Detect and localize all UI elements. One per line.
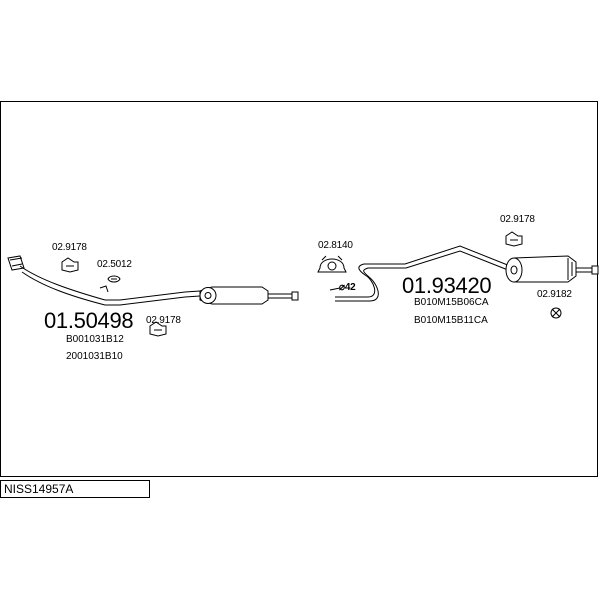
rear-box-oe-number-2: B010M15B11CA bbox=[414, 315, 488, 326]
rear-clamp[interactable] bbox=[505, 231, 523, 247]
rear-silencer[interactable] bbox=[505, 255, 599, 283]
mid-clamp[interactable] bbox=[149, 321, 167, 337]
rear-pipe[interactable] bbox=[329, 245, 511, 302]
front-pipe-number: 01.50498 bbox=[44, 308, 134, 333]
centre-silencer[interactable] bbox=[199, 286, 299, 305]
system-code: NISS14957A bbox=[4, 482, 74, 496]
gasket[interactable] bbox=[107, 275, 121, 283]
system-code-box bbox=[0, 480, 150, 498]
rear-box-number: 01.93420 bbox=[402, 273, 492, 298]
rear-bracket-label: 02.8140 bbox=[318, 240, 353, 251]
front-pipe-oe-number-2: 2001031B10 bbox=[66, 351, 123, 362]
front-pipe-oe-number-1: B001031B12 bbox=[66, 334, 124, 345]
rubber-mount-label: 02.9182 bbox=[537, 289, 572, 300]
mid-clamp-label: 02.9178 bbox=[146, 315, 181, 326]
front-clamp[interactable] bbox=[61, 257, 79, 273]
rubber-mount[interactable] bbox=[550, 307, 562, 319]
diagram-frame bbox=[0, 101, 598, 477]
front-pipe[interactable] bbox=[7, 255, 201, 306]
rear-clamp-label: 02.9178 bbox=[500, 214, 535, 225]
rear-bracket[interactable] bbox=[317, 255, 347, 273]
rear-box-oe-number-1: B010M15B06CA bbox=[414, 297, 489, 308]
gasket-label: 02.5012 bbox=[97, 259, 132, 270]
front-clamp-label: 02.9178 bbox=[52, 242, 87, 253]
pipe-diameter-label: ⌀42 bbox=[339, 282, 356, 293]
